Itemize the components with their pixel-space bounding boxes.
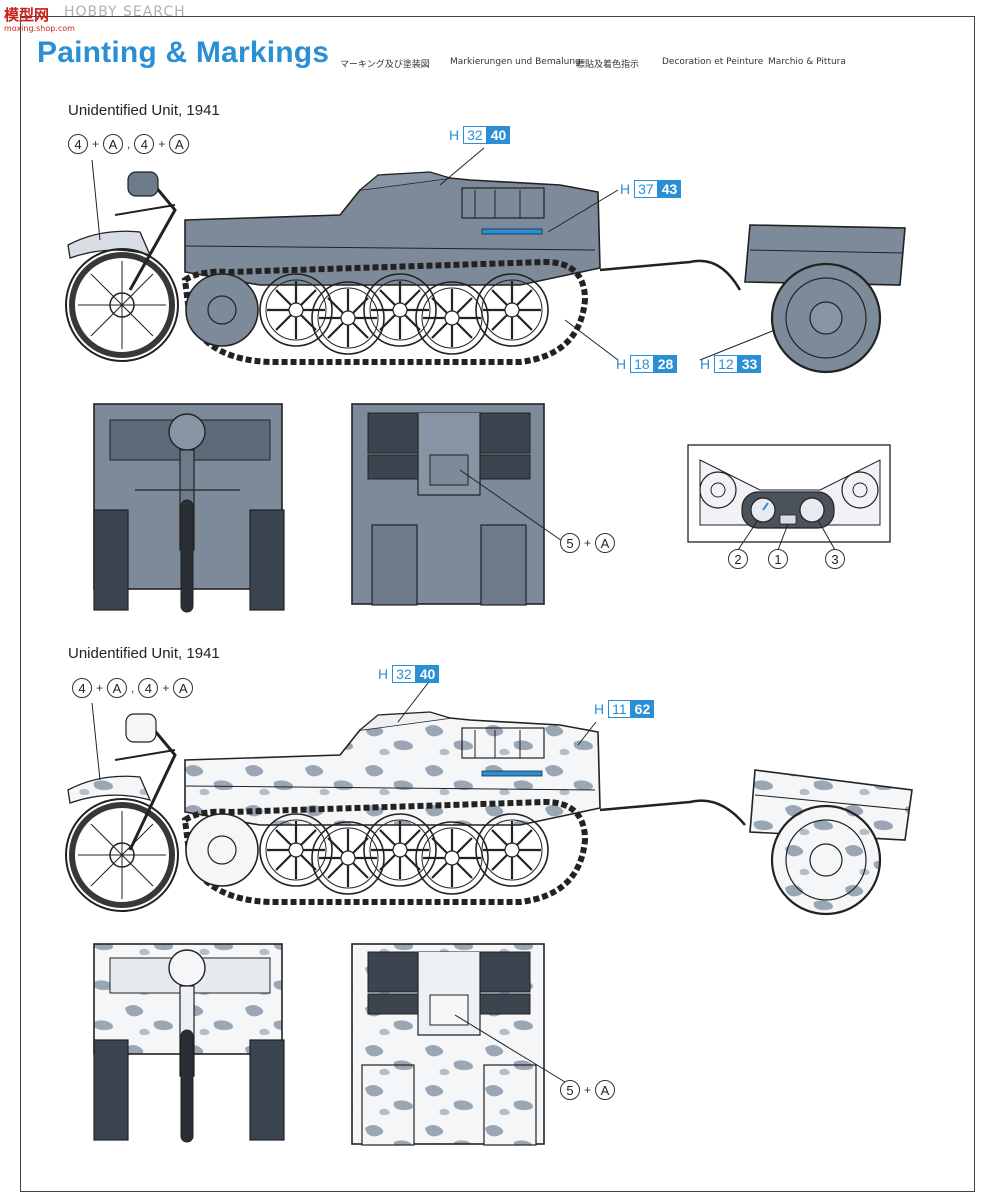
watermark-url: moxing.shop.com <box>4 24 75 33</box>
lang-italian: Marchio & Pittura <box>768 57 846 67</box>
decal-letter: A <box>169 134 190 154</box>
decal-number: 4 <box>134 134 155 154</box>
scheme1-rear-view <box>351 403 566 606</box>
scheme1-unit-title: Unidentified Unit, 1941 <box>68 102 220 119</box>
lang-japanese: マーキング及び塗装図 <box>340 60 430 70</box>
scheme2-rear-decal-callout: 5 + A <box>560 1080 616 1100</box>
scheme1-decal-callout: 4 + A , 4 + A <box>68 134 190 154</box>
instrument-label-1: 1 <box>768 549 788 569</box>
decal-number: 4 <box>138 678 159 698</box>
scheme2-unit-title: Unidentified Unit, 1941 <box>68 645 220 662</box>
decal-number: 4 <box>72 678 92 698</box>
decal-letter: A <box>103 134 124 154</box>
page-frame <box>20 16 975 1192</box>
scheme1-front-view <box>93 403 285 613</box>
plus-sign: + <box>92 137 100 151</box>
decal-letter: A <box>173 678 194 698</box>
lang-french: Decoration et Peinture <box>662 57 764 67</box>
plus-sign: + <box>96 681 104 695</box>
scheme1-side-view <box>66 147 906 374</box>
scheme2-side-view <box>66 682 913 916</box>
scheme2-decal-callout: 4 + A , 4 + A <box>72 678 194 698</box>
plus-sign: + <box>162 681 170 695</box>
paint-code-label: H 12 33 <box>700 355 762 373</box>
decal-number: 5 <box>560 1080 580 1100</box>
scheme1-rear-decal-callout: 5 + A <box>560 533 616 553</box>
watermark-logo: 模型网 <box>4 6 50 24</box>
plus-sign: + <box>158 137 166 151</box>
lang-chinese: 標貼及着色指示 <box>576 60 640 70</box>
decal-letter: A <box>595 1080 616 1100</box>
instrument-panel-inset <box>687 444 891 551</box>
comma: , <box>131 681 135 695</box>
decal-number: 4 <box>68 134 88 154</box>
scheme2-front-view <box>93 943 285 1143</box>
plus-sign: + <box>584 536 592 550</box>
scheme2-rear-view <box>351 943 566 1146</box>
decal-letter: A <box>595 533 616 553</box>
watermark-text: HOBBY SEARCH <box>64 4 186 20</box>
lang-german: Markierungen und Bemalung <box>450 57 581 67</box>
paint-code-label: H 32 40 <box>449 126 511 144</box>
page-title: Painting & Markings <box>37 36 330 69</box>
decal-letter: A <box>107 678 128 698</box>
instrument-label-2: 2 <box>728 549 748 569</box>
paint-code-label: H 18 28 <box>616 355 678 373</box>
paint-code-label: H 37 43 <box>620 180 682 198</box>
comma: , <box>127 137 131 151</box>
paint-code-label: H 32 40 <box>378 665 440 683</box>
plus-sign: + <box>584 1083 592 1097</box>
paint-code-label: H 11 62 <box>594 700 655 718</box>
instrument-label-3: 3 <box>825 549 845 569</box>
decal-number: 5 <box>560 533 580 553</box>
